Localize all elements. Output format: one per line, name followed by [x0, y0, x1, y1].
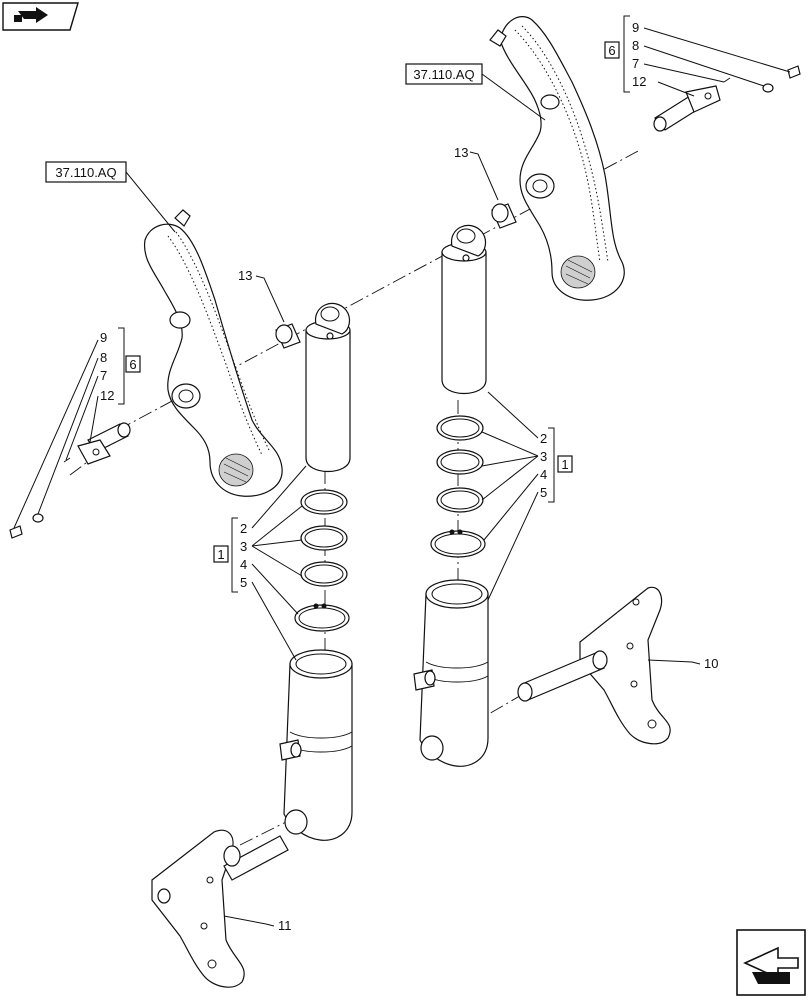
previous-page-arrow-icon[interactable] — [2, 2, 79, 31]
kit-label-right: 6 — [608, 43, 615, 58]
reference-label-right: 37.110.AQ — [413, 67, 474, 82]
callout-bushing-right: 13 — [454, 145, 499, 201]
group-left-item-0: 9 — [100, 330, 107, 345]
kit-group-right: 6 9 8 7 12 — [604, 15, 791, 97]
reference-label-left: 37.110.AQ — [55, 165, 116, 180]
kit-group-left: 6 9 8 7 12 — [13, 327, 141, 529]
seal-kit-box-right — [557, 455, 573, 473]
kit-box-right — [604, 41, 620, 59]
right-lift-arm — [489, 16, 625, 301]
reference-box-right[interactable]: 37.110.AQ — [405, 63, 483, 85]
group-left-item-2: 7 — [100, 368, 107, 383]
right-seal-rings — [430, 415, 486, 558]
seal-kit-left: 1 2 3 4 5 — [213, 465, 307, 661]
pin-left — [77, 422, 131, 465]
group-right-item-0: 9 — [632, 20, 639, 35]
group-left-item-1: 8 — [100, 350, 107, 365]
callout-bushing-left: 13 — [238, 268, 285, 323]
callout-label-bushing-right: 13 — [454, 145, 468, 160]
seal-kit-box-left — [213, 545, 229, 563]
seal-kit-right-item-3: 5 — [540, 485, 547, 500]
axis-line-bracket-left — [239, 819, 291, 846]
left-lift-arm — [143, 209, 283, 497]
right-cylinder-barrel — [413, 579, 489, 767]
kit-box-left — [125, 355, 141, 373]
reference-box-left[interactable]: 37.110.AQ — [45, 161, 127, 183]
left-seal-rings — [294, 489, 350, 632]
group-right-item-1: 8 — [632, 38, 639, 53]
next-page-arrow-icon[interactable] — [736, 929, 806, 996]
right-mounting-bracket — [517, 586, 671, 745]
callout-label-bracket-left: 11 — [278, 918, 292, 933]
left-cylinder-rod — [305, 302, 351, 472]
group-right-item-3: 12 — [632, 74, 646, 89]
seal-kit-left-item-3: 5 — [240, 575, 247, 590]
pin-right — [653, 85, 721, 132]
group-right-item-2: 7 — [632, 56, 639, 71]
seal-kit-right-item-1: 3 — [540, 449, 547, 464]
kit-label-left: 6 — [129, 357, 136, 372]
bushing-left — [275, 323, 301, 349]
seal-kit-right-item-0: 2 — [540, 431, 547, 446]
fastener-right — [723, 65, 801, 93]
seal-kit-right-item-2: 4 — [540, 467, 547, 482]
bushing-right — [491, 203, 517, 229]
left-cylinder-barrel — [279, 649, 353, 841]
seal-kit-label-left: 1 — [217, 547, 224, 562]
callout-label-bracket-right: 10 — [704, 656, 718, 671]
seal-kit-left-item-1: 3 — [240, 539, 247, 554]
callout-bracket-right: 10 — [647, 656, 718, 671]
reference-leader-right — [481, 73, 546, 121]
seal-kit-left-item-2: 4 — [240, 557, 247, 572]
seal-kit-left-item-0: 2 — [240, 521, 247, 536]
callout-bracket-left: 11 — [223, 915, 292, 933]
left-mounting-bracket — [151, 829, 289, 988]
seal-kit-right: 1 2 3 4 5 — [481, 391, 573, 601]
seal-kit-label-right: 1 — [561, 457, 568, 472]
fastener-left — [9, 457, 71, 539]
reference-leader-left — [125, 171, 176, 233]
callout-label-bushing-left: 13 — [238, 268, 252, 283]
group-left-item-3: 12 — [100, 388, 114, 403]
right-cylinder-rod — [441, 224, 487, 394]
